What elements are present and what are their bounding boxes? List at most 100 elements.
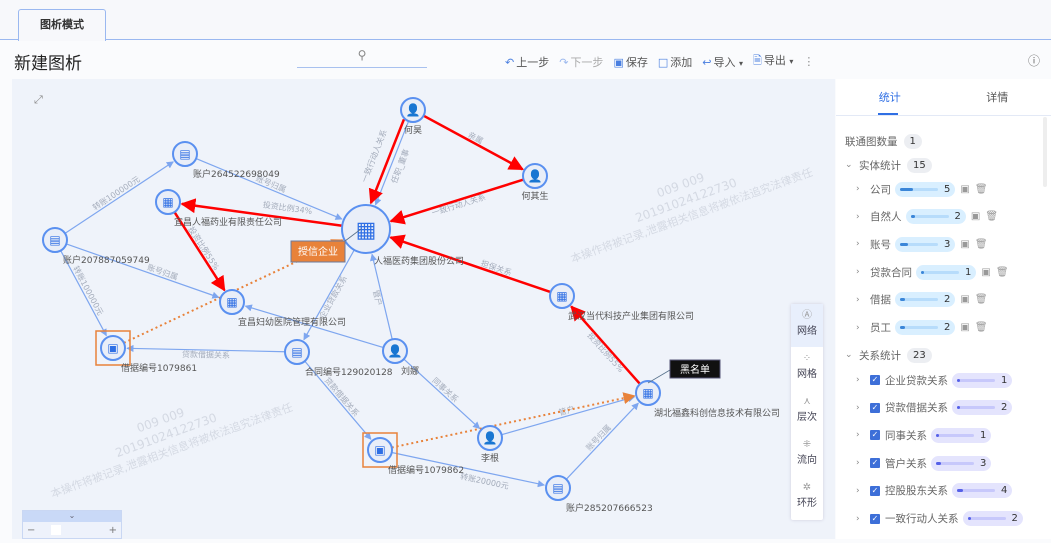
- relation-type-label: 管户关系: [885, 456, 927, 471]
- node-person[interactable]: 👤何昊: [401, 98, 425, 136]
- relation-checkbox[interactable]: ✓: [870, 486, 880, 496]
- tab-statistics[interactable]: 统计: [836, 79, 944, 115]
- relation-checkbox[interactable]: ✓: [870, 403, 880, 413]
- import-button[interactable]: ↩导入 ▾: [702, 54, 743, 70]
- node-loan[interactable]: ▣借据编号1079862: [363, 433, 464, 476]
- trash-icon[interactable]: 🗑: [985, 211, 998, 222]
- edge[interactable]: [566, 403, 638, 479]
- add-button[interactable]: □添加: [658, 54, 692, 70]
- person-icon: 👤: [406, 103, 421, 117]
- person-icon: 👤: [528, 169, 543, 183]
- connected-count: 1: [904, 134, 922, 149]
- trash-icon[interactable]: 🗑: [996, 267, 1009, 278]
- search-icon: ⚲: [358, 48, 367, 62]
- layout-3[interactable]: ⁜流向: [791, 433, 823, 476]
- undo-label: 上一步: [516, 56, 549, 69]
- zoom-in-button[interactable]: +: [109, 525, 117, 536]
- trash-icon[interactable]: 🗑: [975, 294, 988, 305]
- focus-icon[interactable]: ▣: [981, 267, 990, 278]
- chevron-right-icon: ›: [856, 403, 870, 413]
- edge-label: 任职_董事: [389, 148, 412, 185]
- layout-4[interactable]: ✲环形: [791, 476, 823, 519]
- trash-icon[interactable]: 🗑: [975, 239, 988, 250]
- relation-checkbox[interactable]: ✓: [870, 514, 880, 524]
- account-icon: ▤: [49, 233, 60, 247]
- node-account[interactable]: ▤账户285207666523: [546, 476, 653, 514]
- scrollbar[interactable]: [1043, 117, 1047, 187]
- credit-enterprise-tag: 授信企业: [291, 241, 345, 262]
- node-label: 合同编号129020128: [305, 366, 393, 378]
- relation-count-pill: 2: [963, 511, 1023, 526]
- export-button[interactable]: 🗎导出 ▾: [753, 52, 793, 71]
- edge-label: 贷款借据关系: [323, 375, 362, 418]
- chevron-right-icon: ›: [856, 430, 870, 440]
- redo-button[interactable]: ↷下一步: [559, 54, 603, 70]
- more-icon[interactable]: ⋮: [803, 55, 814, 68]
- node-label: 李根: [481, 452, 499, 464]
- node-account[interactable]: ▤账户264522698049: [173, 142, 280, 180]
- chevron-right-icon: ›: [856, 239, 870, 249]
- node-label: 账户285207666523: [566, 502, 653, 514]
- focus-icon[interactable]: ▣: [960, 184, 969, 195]
- highlighted-edge[interactable]: [424, 116, 523, 170]
- node-person[interactable]: 👤何其生: [521, 164, 548, 202]
- tab-details[interactable]: 详情: [944, 79, 1051, 115]
- undo-button[interactable]: ↶上一步: [505, 54, 549, 70]
- fullscreen-icon[interactable]: ⤢: [34, 93, 43, 107]
- info-icon[interactable]: ⓘ: [1028, 52, 1040, 69]
- trash-icon[interactable]: 🗑: [975, 184, 988, 195]
- relation-type-count: 3: [980, 458, 986, 469]
- focus-icon[interactable]: ▣: [960, 239, 969, 250]
- graph-svg[interactable]: 009 00920191024122730本操作将被记录,泄露相关信息将被依法追…: [12, 79, 835, 539]
- layout-2[interactable]: ⋏层次: [791, 390, 823, 433]
- edge-label: 一致行动人关系: [359, 128, 389, 184]
- layout-1[interactable]: ⁘网格: [791, 347, 823, 390]
- focus-icon[interactable]: ▣: [960, 322, 969, 333]
- chevron-right-icon: ›: [856, 184, 870, 194]
- relation-count-pill: 1: [952, 373, 1012, 388]
- import-icon: ↩: [702, 56, 711, 69]
- relation-checkbox[interactable]: ✓: [870, 458, 880, 468]
- search-input[interactable]: ⚲: [297, 48, 427, 68]
- node-person[interactable]: 👤李根: [478, 426, 502, 464]
- collapse-chevron-icon[interactable]: ⌄: [23, 511, 121, 522]
- zoom-slider-handle[interactable]: [51, 525, 61, 535]
- zoom-out-button[interactable]: −: [27, 525, 35, 536]
- trash-icon[interactable]: 🗑: [975, 322, 988, 333]
- save-button[interactable]: ▣保存: [613, 54, 647, 70]
- node-company[interactable]: ▦武汉当代科技产业集团有限公司: [550, 284, 694, 322]
- tab-graph-mode[interactable]: 图析模式: [18, 9, 106, 41]
- focus-icon[interactable]: ▣: [960, 294, 969, 305]
- node-company[interactable]: ▦湖北福鑫科创信息技术有限公司: [636, 381, 780, 419]
- layout-0[interactable]: Ⓐ 网络: [791, 304, 823, 347]
- relation-checkbox[interactable]: ✓: [870, 430, 880, 440]
- focus-icon[interactable]: ▣: [971, 211, 980, 222]
- import-label: 导入: [713, 56, 735, 69]
- entity-count-pill: 2: [895, 292, 955, 307]
- relation-checkbox[interactable]: ✓: [870, 375, 880, 385]
- node-account[interactable]: ▤账户207887059749: [43, 228, 150, 266]
- node-company[interactable]: ▦人福医药集团股份公司: [342, 205, 464, 267]
- person-icon: 👤: [388, 344, 403, 358]
- loan-icon: ▣: [374, 443, 385, 457]
- node-label: 账户264522698049: [193, 168, 280, 180]
- layout-label: 网络: [797, 326, 817, 337]
- entity-type-label: 借据: [870, 292, 891, 307]
- network-icon: Ⓐ: [791, 310, 823, 322]
- undo-icon: ↶: [505, 56, 514, 69]
